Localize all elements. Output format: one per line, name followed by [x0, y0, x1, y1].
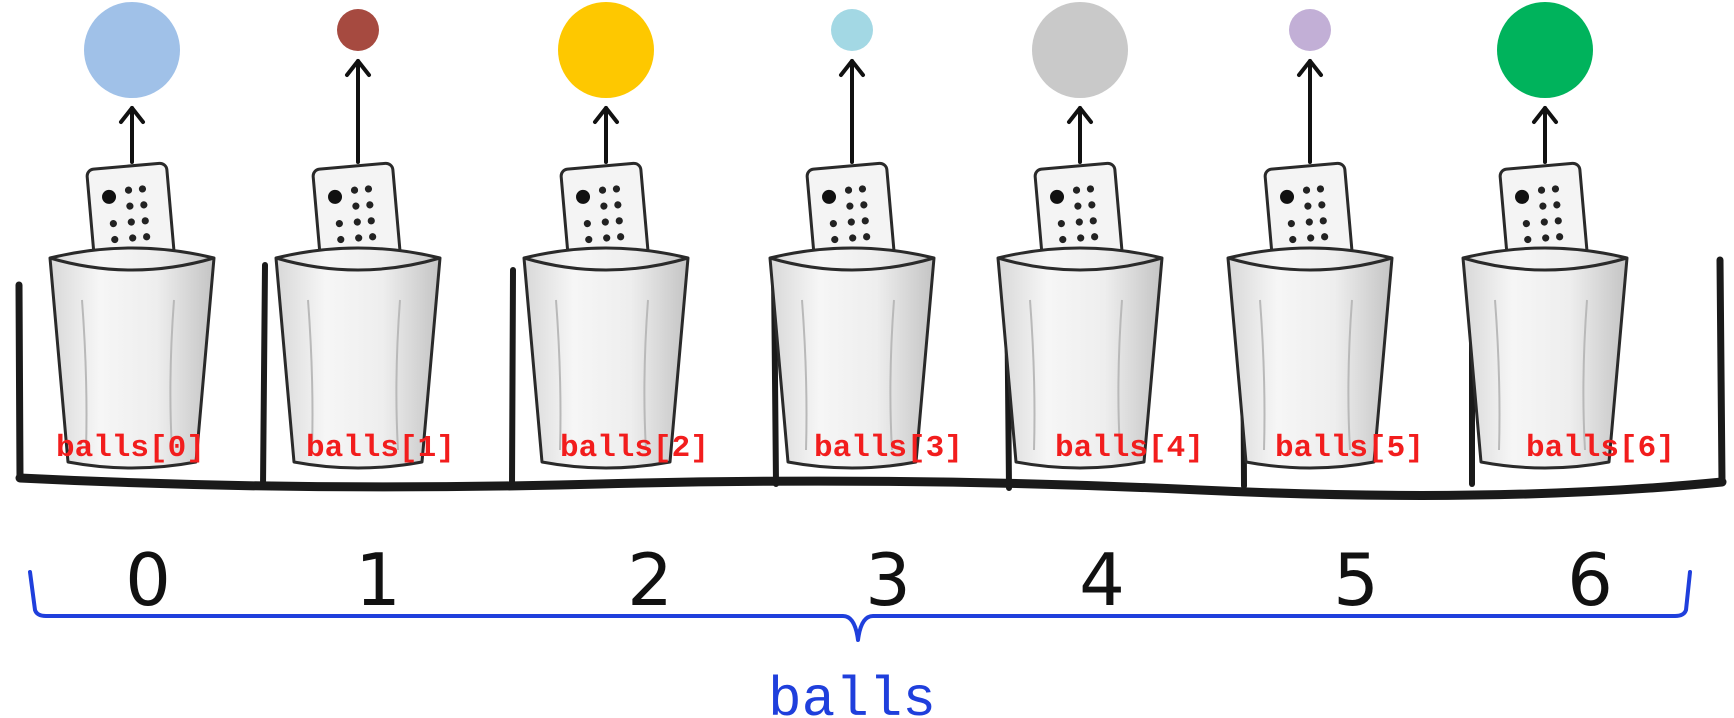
array-slot: balls[0] — [50, 2, 214, 468]
array-slot: balls[3] — [770, 9, 963, 468]
array-floor-line — [20, 478, 1722, 495]
index-number: 4 — [1079, 538, 1125, 622]
index-numbers: 0 1 2 3 4 5 6 — [125, 538, 1613, 622]
slot-label: balls[5] — [1275, 431, 1424, 466]
ball — [1032, 2, 1128, 98]
slot-label: balls[1] — [306, 431, 455, 466]
array-slots: balls[0] balls[1] balls[2] balls[3] balls[4]… — [50, 2, 1675, 468]
reference-arrow — [347, 61, 369, 162]
reference-arrow — [1534, 108, 1556, 162]
ball — [84, 2, 180, 98]
ball — [831, 9, 873, 51]
reference-arrow — [1299, 61, 1321, 162]
array-slot: balls[5] — [1228, 9, 1424, 468]
reference-arrow — [595, 108, 617, 162]
array-brace: balls — [30, 572, 1690, 718]
array-left-wall — [19, 285, 20, 478]
array-brace-line — [30, 572, 1690, 640]
ball — [1289, 9, 1331, 51]
slot-label: balls[0] — [56, 431, 205, 466]
ball — [1497, 2, 1593, 98]
reference-arrow — [1069, 108, 1091, 162]
slot-label: balls[6] — [1526, 431, 1675, 466]
array-name-label: balls — [768, 668, 936, 718]
index-number: 0 — [125, 538, 171, 622]
index-number: 5 — [1333, 538, 1379, 622]
slot-divider — [263, 265, 265, 487]
index-number: 3 — [865, 538, 911, 622]
reference-arrow — [121, 108, 143, 162]
index-number: 2 — [627, 538, 673, 622]
slot-label: balls[2] — [560, 431, 709, 466]
ball — [337, 9, 379, 51]
slot-label: balls[3] — [814, 431, 963, 466]
ball — [558, 2, 654, 98]
index-number: 6 — [1567, 538, 1613, 622]
array-slot: balls[6] — [1463, 2, 1675, 468]
array-slot: balls[1] — [276, 9, 455, 468]
slot-divider — [512, 270, 513, 487]
array-right-wall — [1720, 260, 1722, 482]
array-slot: balls[4] — [998, 2, 1204, 468]
index-number: 1 — [355, 538, 401, 622]
reference-arrow — [841, 61, 863, 162]
slot-label: balls[4] — [1055, 431, 1204, 466]
array-slot: balls[2] — [524, 2, 709, 468]
